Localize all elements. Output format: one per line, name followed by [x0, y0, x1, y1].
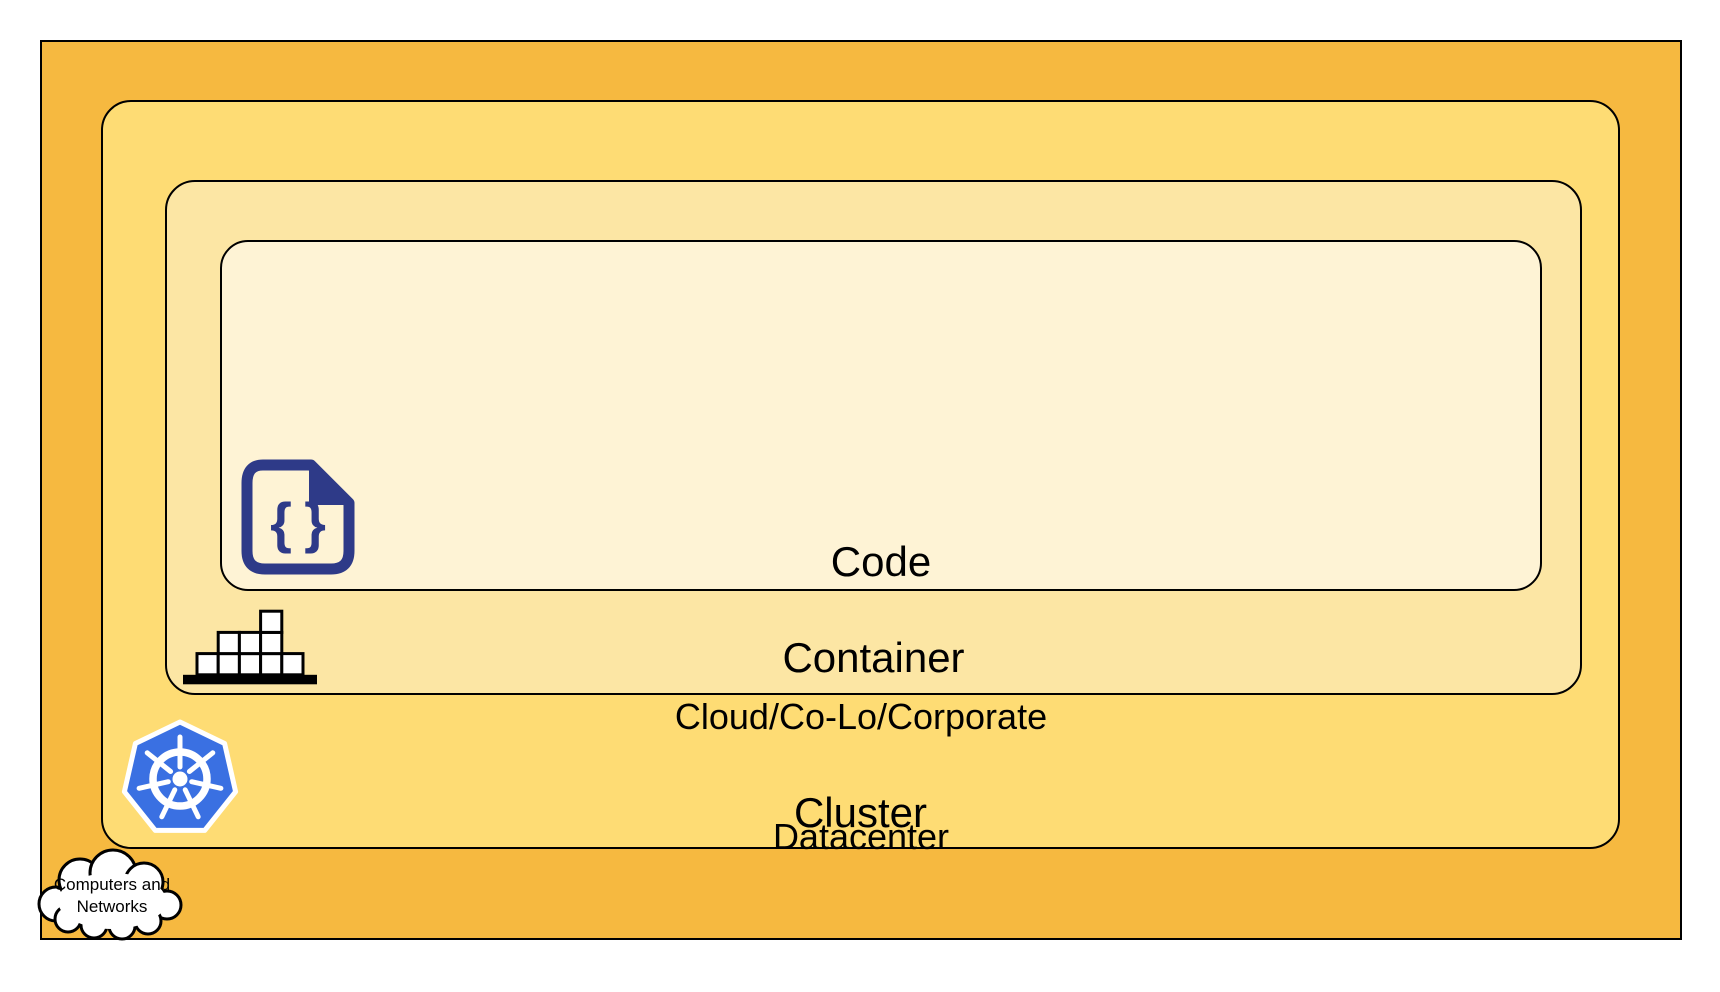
cluster-label: Cluster — [793, 789, 928, 837]
code-label: Code — [830, 538, 932, 586]
layer-code: { } Code — [220, 240, 1542, 591]
layer-container: { } Code — [165, 180, 1582, 695]
container-stack-icon — [183, 609, 317, 685]
svg-text:{: { — [270, 491, 292, 554]
container-label: Container — [782, 634, 965, 682]
kubernetes-icon — [121, 719, 239, 833]
layer-datacenter: { } Code — [37, 40, 1682, 941]
svg-text:}: } — [304, 491, 326, 554]
cloud-label-line2: Networks — [77, 897, 148, 916]
cloud-label-line1: Computers and — [54, 875, 170, 894]
layer-cluster: { } Code — [101, 100, 1620, 849]
code-file-icon: { } — [241, 459, 355, 575]
cloud-icon: Computers and Networks — [37, 848, 183, 941]
